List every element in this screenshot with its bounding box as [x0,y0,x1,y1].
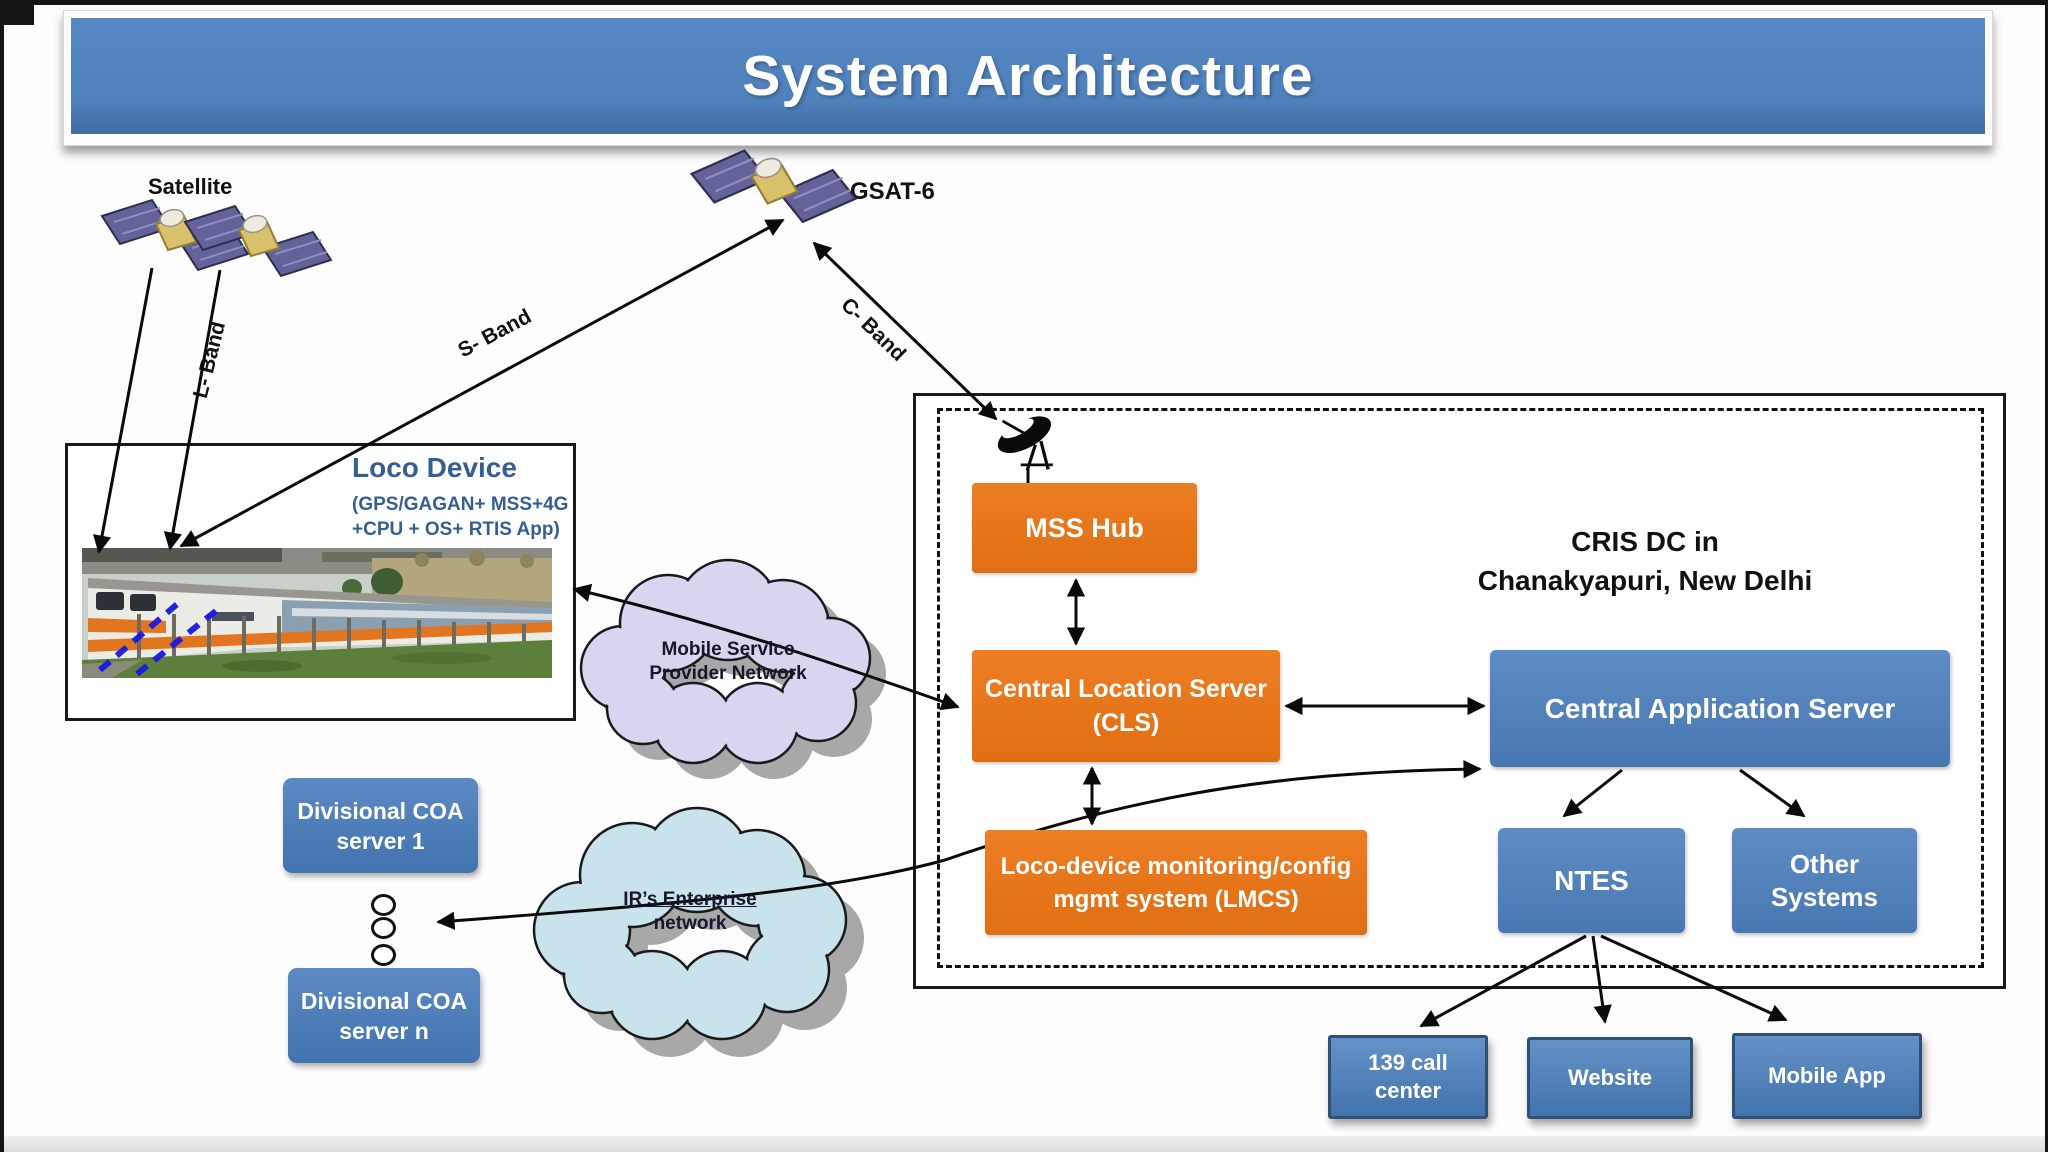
enterprise-network-cloud-label-line2: network [653,913,727,934]
central-application-server-label: Central Application Server [1544,692,1896,724]
ntes-to-website-arrow [1591,935,1612,1024]
s-band-line [179,218,785,548]
train-photo [82,548,552,678]
mobile-network-cloud-label-line1: Mobile Service [661,639,795,660]
right-edge-line [2045,0,2048,1152]
mobile-app-box: Mobile App [1732,1033,1922,1119]
top-left-corner-block [0,0,34,25]
loco-device-subtitle-line1: (GPS/GAGAN+ MSS+4G [352,494,569,515]
other-systems-box: Other Systems [1732,828,1917,933]
gsat6-satellite-icon [689,149,858,224]
coa-cas-link [436,760,1482,930]
mss-hub-label: MSS Hub [1025,512,1144,543]
website-label: Website [1568,1065,1652,1090]
l-band-line-2 [163,269,222,551]
divisional-coa-server-n-box: Divisional COA server n [288,968,480,1063]
ntes-label: NTES [1554,864,1629,896]
cas-to-other-systems-arrow [1739,768,1806,818]
divisional-coa-server-n-line2: server n [339,1017,429,1044]
enterprise-network-cloud-label: IR’s Enterprise network [590,888,790,936]
satellite-label: Satellite [148,174,233,199]
ntes-to-mobile-app-arrow [1600,934,1788,1022]
cls-label-line1: Central Location Server [984,675,1268,703]
bottom-gray-band [0,1136,2048,1152]
website-box: Website [1527,1037,1693,1119]
call-center-label-line1: 139 call [1368,1050,1448,1075]
cris-dc-caption: CRIS DC in Chanakyapuri, New Delhi [1445,522,1845,600]
ellipsis-dot [371,894,396,916]
divisional-coa-server-1-line1: Divisional COA [297,797,464,824]
divisional-coa-server-n-line1: Divisional COA [300,987,468,1014]
ntes-box: NTES [1498,828,1685,933]
cls-box: Central Location Server (CLS) [972,650,1280,762]
lmcs-label-line1: Loco-device monitoring/config [1000,852,1352,880]
central-application-server-box: Central Application Server [1490,650,1950,767]
page-title: System Architecture [742,44,1314,108]
c-band-line [812,241,998,421]
other-systems-label-line1: Other [1789,848,1860,879]
loco-device-title: Loco Device [352,452,517,483]
mss-hub-box: MSS Hub [972,483,1197,573]
gsat6-label: GSAT-6 [850,178,935,205]
call-center-label-line2: center [1374,1078,1442,1103]
call-center-box: 139 call center [1328,1035,1488,1119]
title-banner: System Architecture [63,10,1993,146]
ntes-to-call-center-arrow [1419,934,1587,1028]
left-edge-line [0,0,4,1152]
lmcs-label-line2: mgmt system (LMCS) [1053,885,1299,913]
train-cls-link [572,583,960,711]
mobile-app-label: Mobile App [1768,1063,1886,1088]
top-edge-line [0,0,2048,5]
cas-to-ntes-arrow [1562,768,1623,818]
loco-device-subtitle-line2: +CPU + OS+ RTIS App) [352,519,560,540]
cris-dc-caption-line1: CRIS DC in [1571,526,1719,557]
dish-antenna-icon [997,416,1053,471]
mobile-network-cloud-label-line2: Provider Network [649,663,807,684]
cris-dc-caption-line2: Chanakyapuri, New Delhi [1477,565,1813,596]
ellipsis-dot [371,917,396,939]
enterprise-network-cloud-label-line1: IR’s Enterprise [623,889,757,910]
divisional-coa-server-1-line2: server 1 [336,827,425,854]
mobile-network-cloud-label: Mobile Service Provider Network [628,638,828,686]
cls-label-line2: (CLS) [1092,709,1160,737]
other-systems-label-line2: Systems [1771,881,1878,912]
title-banner-fill: System Architecture [71,18,1985,134]
loco-device-subtitle: (GPS/GAGAN+ MSS+4G +CPU + OS+ RTIS App) [352,492,568,542]
l-band-line-1 [93,267,154,554]
ellipsis-dot [371,944,396,966]
divisional-coa-server-1-box: Divisional COA server 1 [283,778,478,873]
lmcs-box: Loco-device monitoring/config mgmt syste… [985,830,1367,935]
